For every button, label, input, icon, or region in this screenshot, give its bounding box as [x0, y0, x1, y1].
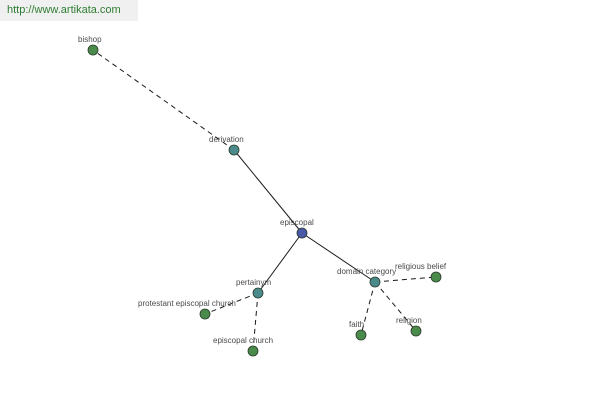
label-episcopal: episcopal: [280, 218, 314, 227]
label-protestant-episcopal-church: protestant episcopal church: [138, 299, 236, 308]
node-bishop[interactable]: [87, 44, 99, 56]
edge-pertainym-to-episcopal-church: [252, 292, 259, 352]
label-episcopal-church: episcopal church: [213, 336, 273, 345]
edge-domain-category-to-religious-belief: [374, 276, 437, 283]
label-pertainym: pertainym: [236, 278, 271, 287]
node-domain-category[interactable]: [369, 276, 381, 288]
node-religious-belief[interactable]: [430, 271, 442, 283]
edge-episcopal-to-domain-category: [301, 232, 376, 283]
edge-domain-category-to-religion: [374, 281, 417, 332]
node-protestant-episcopal-church[interactable]: [199, 308, 211, 320]
label-bishop: bishop: [78, 35, 102, 44]
node-pertainym[interactable]: [252, 287, 264, 299]
edge-episcopal-to-derivation: [233, 149, 303, 234]
label-domain-category: domain category: [337, 267, 396, 276]
edge-pertainym-to-protestant-episcopal-church: [204, 292, 259, 315]
edge-domain-category-to-faith: [360, 281, 376, 336]
node-episcopal-church[interactable]: [247, 345, 259, 357]
nodes-layer: [87, 44, 442, 357]
edge-episcopal-to-pertainym: [257, 232, 303, 294]
labels-layer: episcopal derivation bishop pertainym protes…: [78, 35, 447, 345]
label-religion: religion: [396, 316, 422, 325]
watermark-url: http://www.artikata.com: [0, 0, 138, 21]
edge-derivation-to-bishop: [92, 49, 235, 151]
label-derivation: derivation: [209, 135, 244, 144]
node-faith[interactable]: [355, 329, 367, 341]
label-faith: faith: [349, 320, 364, 329]
edges-layer: [92, 49, 437, 352]
node-religion[interactable]: [410, 325, 422, 337]
node-derivation[interactable]: [228, 144, 240, 156]
node-episcopal[interactable]: [296, 227, 308, 239]
label-religious-belief: religious belief: [395, 262, 447, 271]
